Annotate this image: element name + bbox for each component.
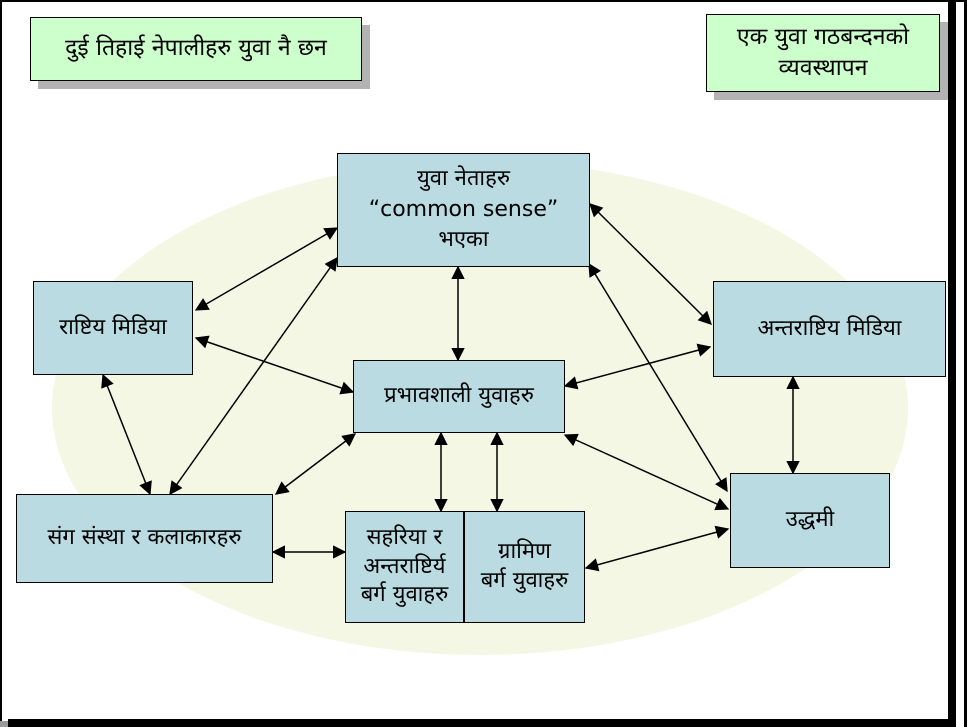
node-national-media: राष्टिय मिडिया	[33, 281, 193, 375]
node-influential-youth: प्रभावशाली युवाहरु	[353, 360, 565, 433]
node-international-media: अन्तराष्टिय मिडिया	[713, 281, 946, 377]
banner-youth-alliance: एक युवा गठबन्दनको व्यवस्थापन	[706, 14, 940, 92]
node-influential-youth-label: प्रभावशाली युवाहरु	[384, 383, 534, 409]
node-young-leaders: युवा नेताहरु “common sense” भएका	[337, 153, 590, 267]
banner-youth-alliance-label: एक युवा गठबन्दनको व्यवस्थापन	[736, 23, 910, 81]
node-rural-youth: ग्रामिण बर्ग युवाहरु	[464, 511, 585, 623]
banner-two-thirds-youth: दुई तिहाई नेपालीहरु युवा नै छन	[30, 17, 362, 81]
node-young-leaders-label: युवा नेताहरु “common sense” भएका	[368, 165, 559, 253]
node-urban-youth-label: सहरिया र अन्तराष्टिर्य बर्ग युवाहरु	[360, 525, 449, 608]
node-rural-youth-label: ग्रामिण बर्ग युवाहरु	[480, 539, 569, 593]
frame-border-top	[0, 0, 967, 2]
node-entrepreneurs-label: उद्धमी	[785, 507, 835, 533]
frame-shadow-bottom	[8, 719, 956, 727]
frame-shadow-corner	[0, 721, 8, 727]
node-orgs-artists-label: संग संस्था र कलाकारहरु	[47, 525, 242, 551]
arrow-orgs-artists-young-leaders	[169, 256, 338, 496]
arrow-influential-youth-orgs-artists	[274, 433, 357, 495]
frame-border-left	[0, 0, 2, 727]
node-national-media-label: राष्टिय मिडिया	[59, 314, 167, 340]
banner-two-thirds-youth-label: दुई तिहाई नेपालीहरु युवा नै छन	[65, 35, 327, 62]
frame-shadow-right	[948, 2, 956, 719]
frame-border-right	[964, 0, 967, 727]
arrow-rural-youth-entrepreneurs	[584, 525, 730, 572]
arrow-group	[101, 203, 800, 572]
arrow-influential-youth-entrepreneurs	[563, 433, 730, 511]
node-entrepreneurs: उद्धमी	[730, 473, 890, 568]
arrow-national-media-orgs-artists	[101, 373, 152, 496]
node-orgs-artists: संग संस्था र कलाकारहरु	[16, 494, 273, 583]
node-international-media-label: अन्तराष्टिय मिडिया	[757, 315, 902, 341]
node-urban-youth: सहरिया र अन्तराष्टिर्य बर्ग युवाहरु	[345, 511, 464, 623]
